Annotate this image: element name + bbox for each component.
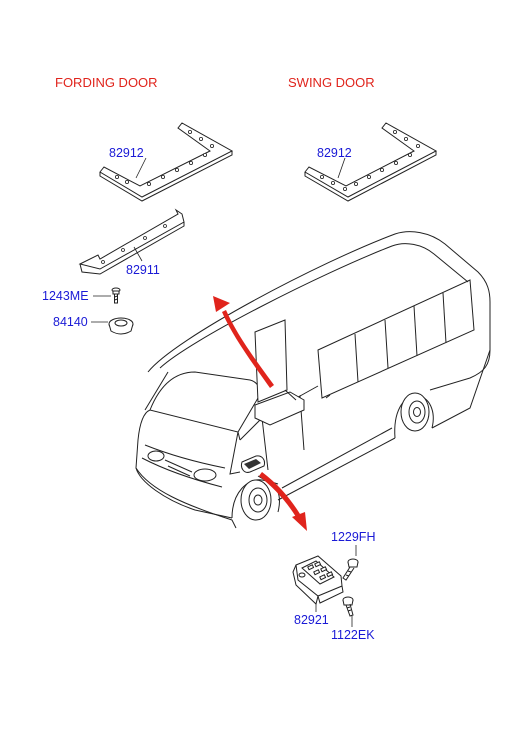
part-label-82912: 82912: [109, 146, 144, 160]
bolt-icon: [342, 596, 354, 617]
part-label-82911: 82911: [126, 263, 160, 277]
grommet-icon: [108, 317, 134, 335]
fording-door-header: FORDING DOOR: [55, 75, 158, 90]
part-label-1229fh: 1229FH: [331, 530, 375, 544]
part-label-1243me: 1243ME: [42, 289, 89, 303]
step-bracket-82921: [292, 555, 344, 605]
leader-line: [133, 246, 143, 262]
bolt-icon: [111, 287, 121, 304]
arrow-to-step-bracket-icon: [259, 472, 307, 531]
part-label-1122ek: 1122EK: [331, 628, 375, 642]
swing-bracket-82912: [304, 122, 438, 202]
fording-bracket-82911: [78, 208, 185, 275]
van-illustration: [135, 231, 491, 529]
fording-bracket-82912: [99, 122, 234, 202]
arrow-to-fording-door-icon: [213, 296, 274, 388]
part-label-82921: 82921: [294, 613, 329, 627]
screw-icon: [342, 558, 359, 581]
leader-line: [135, 157, 147, 179]
leader-line: [337, 157, 346, 179]
part-label-84140: 84140: [53, 315, 88, 329]
swing-door-header: SWING DOOR: [288, 75, 375, 90]
part-label-82912-swing: 82912: [317, 146, 352, 160]
